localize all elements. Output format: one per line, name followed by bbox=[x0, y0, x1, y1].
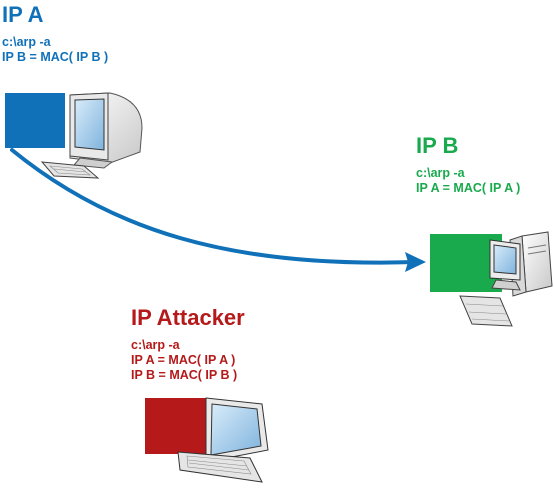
laptop-icon bbox=[177, 397, 269, 483]
ip-attacker-command: c:\arp -a bbox=[131, 338, 180, 352]
ip-b-command: c:\arp -a bbox=[416, 166, 465, 180]
ip-b-title: IP B bbox=[416, 133, 459, 158]
desktop-computer-icon bbox=[40, 92, 143, 179]
ip-a-entry-1: IP B = MAC( IP B ) bbox=[2, 50, 109, 64]
ip-a-title: IP A bbox=[2, 2, 44, 27]
ip-b-device bbox=[430, 231, 553, 327]
ip-a-label-block: IP A c:\arp -a IP B = MAC( IP B ) bbox=[2, 3, 108, 65]
ip-attacker-entry-2: IP B = MAC( IP B ) bbox=[131, 368, 238, 382]
ip-b-entry-1: IP A = MAC( IP A ) bbox=[416, 181, 521, 195]
ip-attacker-label-block: IP Attacker c:\arp -a IP A = MAC( IP A )… bbox=[131, 306, 245, 383]
ip-b-label-block: IP B c:\arp -a IP A = MAC( IP A ) bbox=[416, 134, 520, 196]
ip-attacker-color-square bbox=[145, 398, 207, 454]
ip-attacker-device bbox=[145, 397, 269, 483]
tower-computer-icon bbox=[459, 231, 553, 327]
connection-arrow-a-to-b bbox=[10, 148, 426, 272]
ip-a-device bbox=[5, 92, 143, 179]
ip-attacker-title: IP Attacker bbox=[131, 305, 245, 330]
ip-attacker-entry-1: IP A = MAC( IP A ) bbox=[131, 353, 236, 367]
ip-a-command: c:\arp -a bbox=[2, 35, 51, 49]
ip-a-color-square bbox=[5, 93, 65, 148]
